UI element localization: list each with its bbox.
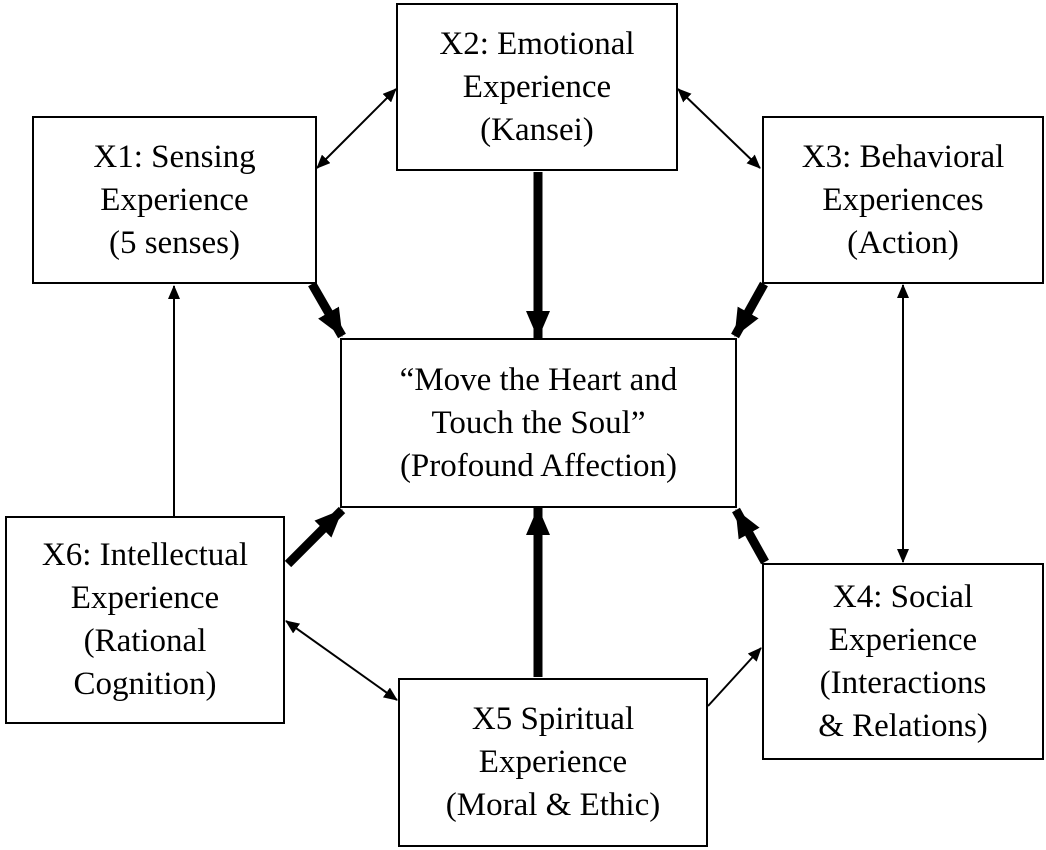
node-x4-line-4: & Relations) bbox=[818, 707, 988, 744]
node-x6-line-4: Cognition) bbox=[73, 666, 217, 702]
node-x1-line-2: Experience bbox=[100, 181, 249, 218]
node-x3-behavioral-experiences: X3: Behavioral Experiences (Action) bbox=[762, 116, 1044, 284]
node-x4-social-experience: X4: Social Experience (Interactions & Re… bbox=[762, 563, 1044, 760]
node-x6-line-1: X6: Intellectual bbox=[41, 537, 249, 573]
node-x5-line-1: X5 Spiritual bbox=[471, 701, 635, 737]
edge-x6-center bbox=[284, 506, 346, 568]
node-x5-spiritual-experience: X5 Spiritual Experience (Moral & Ethic) bbox=[398, 678, 708, 847]
node-x4-label: X4: Social Experience (Interactions & Re… bbox=[818, 576, 988, 748]
node-x2-label: X2: Emotional Experience (Kansei) bbox=[439, 23, 634, 152]
edge-x6-x5 bbox=[285, 620, 398, 701]
node-x3-line-3: (Action) bbox=[847, 224, 959, 261]
node-x2-line-3: (Kansei) bbox=[480, 111, 594, 148]
edge-x4-center bbox=[732, 507, 769, 565]
node-x6-label: X6: Intellectual Experience (Rational Co… bbox=[42, 534, 248, 706]
node-x4-line-2: Experience bbox=[828, 621, 978, 658]
node-x1-label: X1: Sensing Experience (5 senses) bbox=[93, 136, 255, 265]
node-x5-line-2: Experience bbox=[478, 744, 628, 780]
node-x5-line-3: (Moral & Ethic) bbox=[445, 787, 661, 823]
node-center-profound-affection: “Move the Heart and Touch the Soul” (Pro… bbox=[340, 338, 737, 508]
node-x4-line-1: X4: Social bbox=[832, 578, 974, 615]
node-x2-emotional-experience: X2: Emotional Experience (Kansei) bbox=[396, 3, 678, 171]
node-center-label: “Move the Heart and Touch the Soul” (Pro… bbox=[400, 359, 678, 488]
node-x3-line-2: Experiences bbox=[822, 181, 984, 218]
node-x3-label: X3: Behavioral Experiences (Action) bbox=[802, 136, 1005, 265]
node-x3-line-1: X3: Behavioral bbox=[801, 138, 1005, 175]
node-x6-intellectual-experience: X6: Intellectual Experience (Rational Co… bbox=[5, 516, 285, 724]
node-center-line-3: (Profound Affection) bbox=[399, 447, 678, 484]
edge-x5-x4 bbox=[707, 647, 762, 707]
node-x1-line-1: X1: Sensing bbox=[93, 138, 256, 175]
edge-x1-x2 bbox=[316, 88, 397, 169]
node-x2-line-1: X2: Emotional bbox=[439, 25, 635, 62]
node-x6-line-3: (Rational bbox=[83, 623, 207, 659]
node-center-line-1: “Move the Heart and bbox=[399, 361, 678, 398]
edge-x1-center bbox=[308, 281, 346, 339]
edge-x3-center bbox=[731, 281, 768, 339]
node-x1-sensing-experience: X1: Sensing Experience (5 senses) bbox=[32, 116, 317, 284]
node-x5-label: X5 Spiritual Experience (Moral & Ethic) bbox=[446, 698, 660, 827]
node-x2-line-2: Experience bbox=[462, 68, 612, 105]
edge-x2-x3 bbox=[677, 88, 761, 169]
node-x6-line-2: Experience bbox=[70, 580, 220, 616]
node-center-line-2: Touch the Soul” bbox=[431, 404, 646, 441]
node-x1-line-3: (5 senses) bbox=[108, 224, 241, 261]
node-x4-line-3: (Interactions bbox=[819, 664, 987, 701]
